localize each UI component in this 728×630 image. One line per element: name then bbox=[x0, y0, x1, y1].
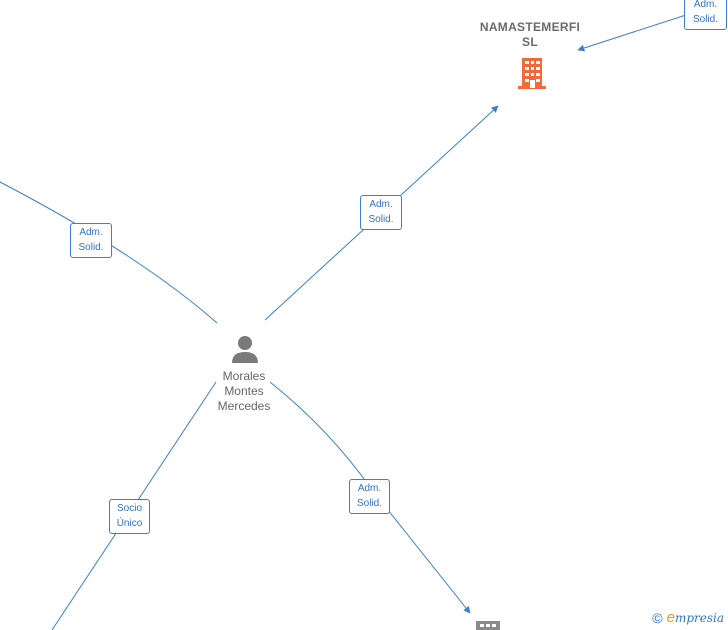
person-name-line3: Mercedes bbox=[217, 399, 271, 413]
person-icon[interactable] bbox=[230, 334, 260, 364]
person-name-line1: Morales bbox=[222, 369, 266, 383]
edge-label-line2: Solid. bbox=[356, 498, 382, 509]
brand-initial: e bbox=[666, 609, 675, 626]
company-name-line1: NAMASTEMERFI bbox=[479, 20, 581, 34]
empresia-logo[interactable]: empresia bbox=[667, 609, 724, 626]
edge-label-line2: Solid. bbox=[692, 14, 718, 25]
edge-top-right bbox=[577, 14, 687, 52]
person-name-line2: Montes bbox=[224, 384, 264, 398]
building-icon[interactable] bbox=[476, 621, 500, 630]
building-icon[interactable] bbox=[516, 56, 548, 90]
company-node-name[interactable]: NAMASTEMERFI SL bbox=[470, 20, 590, 50]
person-node-name[interactable]: Morales Montes Mercedes bbox=[198, 369, 290, 414]
edge-label-line1: Socio bbox=[116, 503, 142, 514]
brand-rest: mpresia bbox=[674, 611, 724, 625]
edge-label-line1: Adm. bbox=[79, 227, 103, 238]
edge-left bbox=[0, 181, 218, 324]
edge-label-line1: Adm. bbox=[693, 0, 718, 10]
edge-label-left[interactable]: Adm. Solid. bbox=[70, 223, 112, 258]
company-name-line2: SL bbox=[522, 35, 538, 49]
footer-brand: © empresia bbox=[652, 609, 724, 626]
edge-label-socio[interactable]: Socio Único bbox=[109, 499, 150, 534]
edge-label-line1: Adm. bbox=[369, 199, 393, 210]
copyright-symbol: © bbox=[652, 609, 663, 626]
edge-label-line2: Único bbox=[116, 518, 143, 529]
edge-label-line2: Solid. bbox=[368, 214, 394, 225]
edge-label-line1: Adm. bbox=[357, 483, 382, 494]
edge-label-top-right[interactable]: Adm. Solid. bbox=[684, 0, 727, 30]
edge-label-bottom[interactable]: Adm. Solid. bbox=[349, 479, 390, 514]
edge-label-to-company[interactable]: Adm. Solid. bbox=[360, 195, 402, 230]
edge-label-line2: Solid. bbox=[78, 242, 104, 253]
